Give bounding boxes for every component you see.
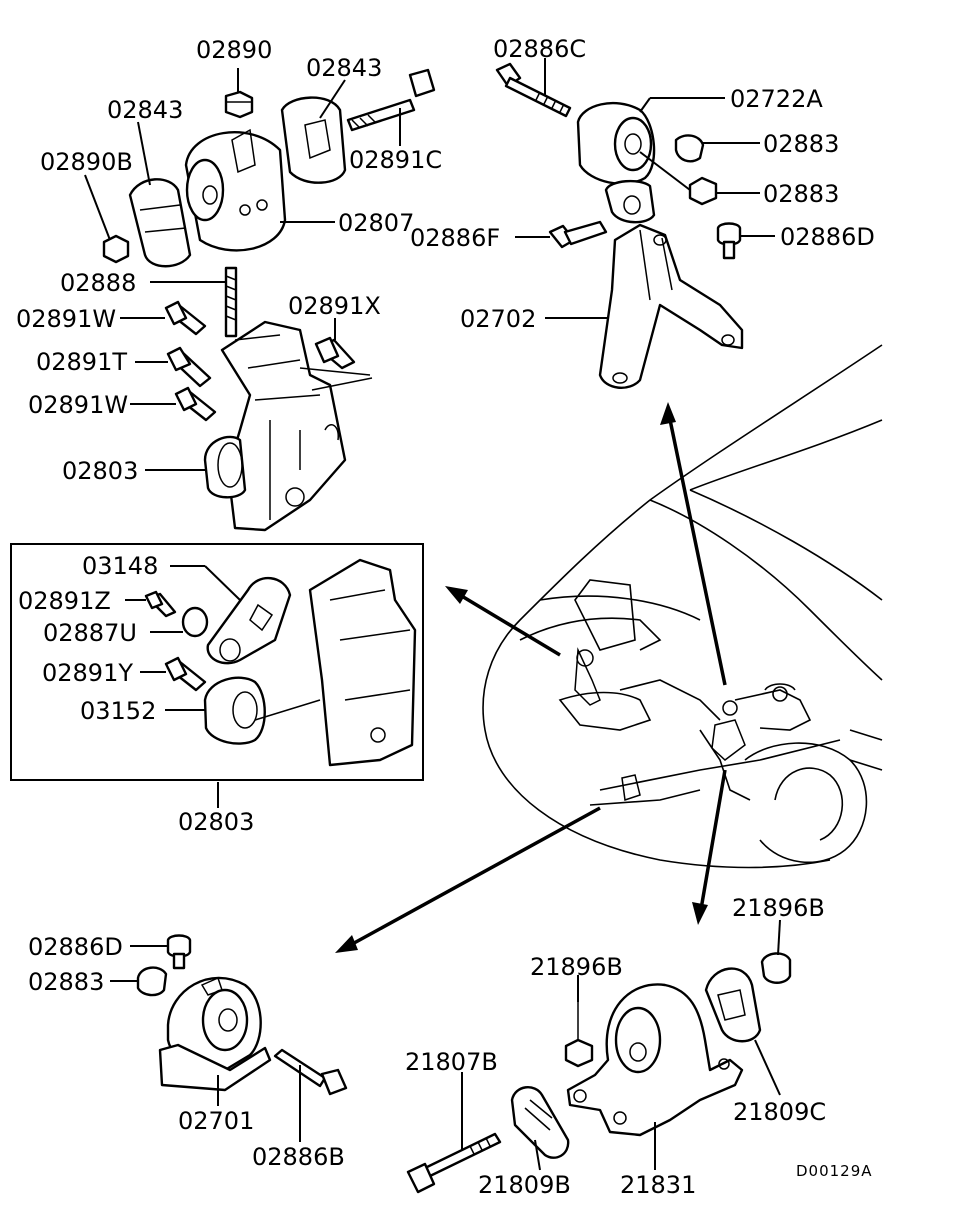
label-02891W-lower: 02891W bbox=[28, 391, 129, 419]
car-body-outline bbox=[482, 344, 883, 869]
label-02883-lower: 02883 bbox=[763, 180, 840, 208]
label-02803-top: 02803 bbox=[62, 457, 139, 485]
label-02887U: 02887U bbox=[43, 619, 137, 647]
label-02891W-upper: 02891W bbox=[16, 305, 117, 333]
engine-mount-assembly-top-right bbox=[495, 62, 744, 389]
label-02891Y: 02891Y bbox=[42, 659, 134, 687]
label-02891X: 02891X bbox=[288, 292, 381, 320]
label-21809B: 21809B bbox=[478, 1171, 571, 1199]
label-02886B: 02886B bbox=[252, 1143, 345, 1171]
engine-mount-assembly-bottom-right bbox=[406, 952, 792, 1194]
arrows bbox=[335, 402, 727, 953]
label-02883-upper: 02883 bbox=[763, 130, 840, 158]
engine-mount-assembly-top-left bbox=[102, 68, 436, 532]
label-02722A: 02722A bbox=[730, 85, 823, 113]
engine-mount-assembly-bottom-left bbox=[136, 934, 348, 1096]
label-02890: 02890 bbox=[196, 36, 273, 64]
label-02886C: 02886C bbox=[493, 35, 587, 63]
label-21807B: 21807B bbox=[405, 1048, 498, 1076]
label-02701: 02701 bbox=[178, 1107, 255, 1135]
label-02807: 02807 bbox=[338, 209, 415, 237]
label-02843-right: 02843 bbox=[306, 54, 383, 82]
leader-lines bbox=[84, 58, 781, 1171]
label-02886D-bottom: 02886D bbox=[28, 933, 123, 961]
label-21896B-left: 21896B bbox=[530, 953, 623, 981]
label-02890B: 02890B bbox=[40, 148, 133, 176]
label-02886F: 02886F bbox=[410, 224, 501, 252]
label-02891Z: 02891Z bbox=[18, 587, 111, 615]
label-02843-left: 02843 bbox=[107, 96, 184, 124]
label-21809C: 21809C bbox=[733, 1098, 827, 1126]
detail-box bbox=[10, 543, 424, 781]
label-02891T: 02891T bbox=[36, 348, 128, 376]
label-02883-bottom: 02883 bbox=[28, 968, 105, 996]
engine-mount-assembly-detail-box bbox=[144, 558, 417, 767]
label-21831: 21831 bbox=[620, 1171, 697, 1199]
label-02702: 02702 bbox=[460, 305, 537, 333]
label-21896B-right: 21896B bbox=[732, 894, 825, 922]
label-02891C: 02891C bbox=[349, 146, 443, 174]
label-02888: 02888 bbox=[60, 269, 137, 297]
diagram-code: D00129A bbox=[796, 1162, 873, 1180]
label-03152: 03152 bbox=[80, 697, 157, 725]
label-02803-box: 02803 bbox=[178, 808, 255, 836]
label-02886D-top: 02886D bbox=[780, 223, 875, 251]
label-03148: 03148 bbox=[82, 552, 159, 580]
